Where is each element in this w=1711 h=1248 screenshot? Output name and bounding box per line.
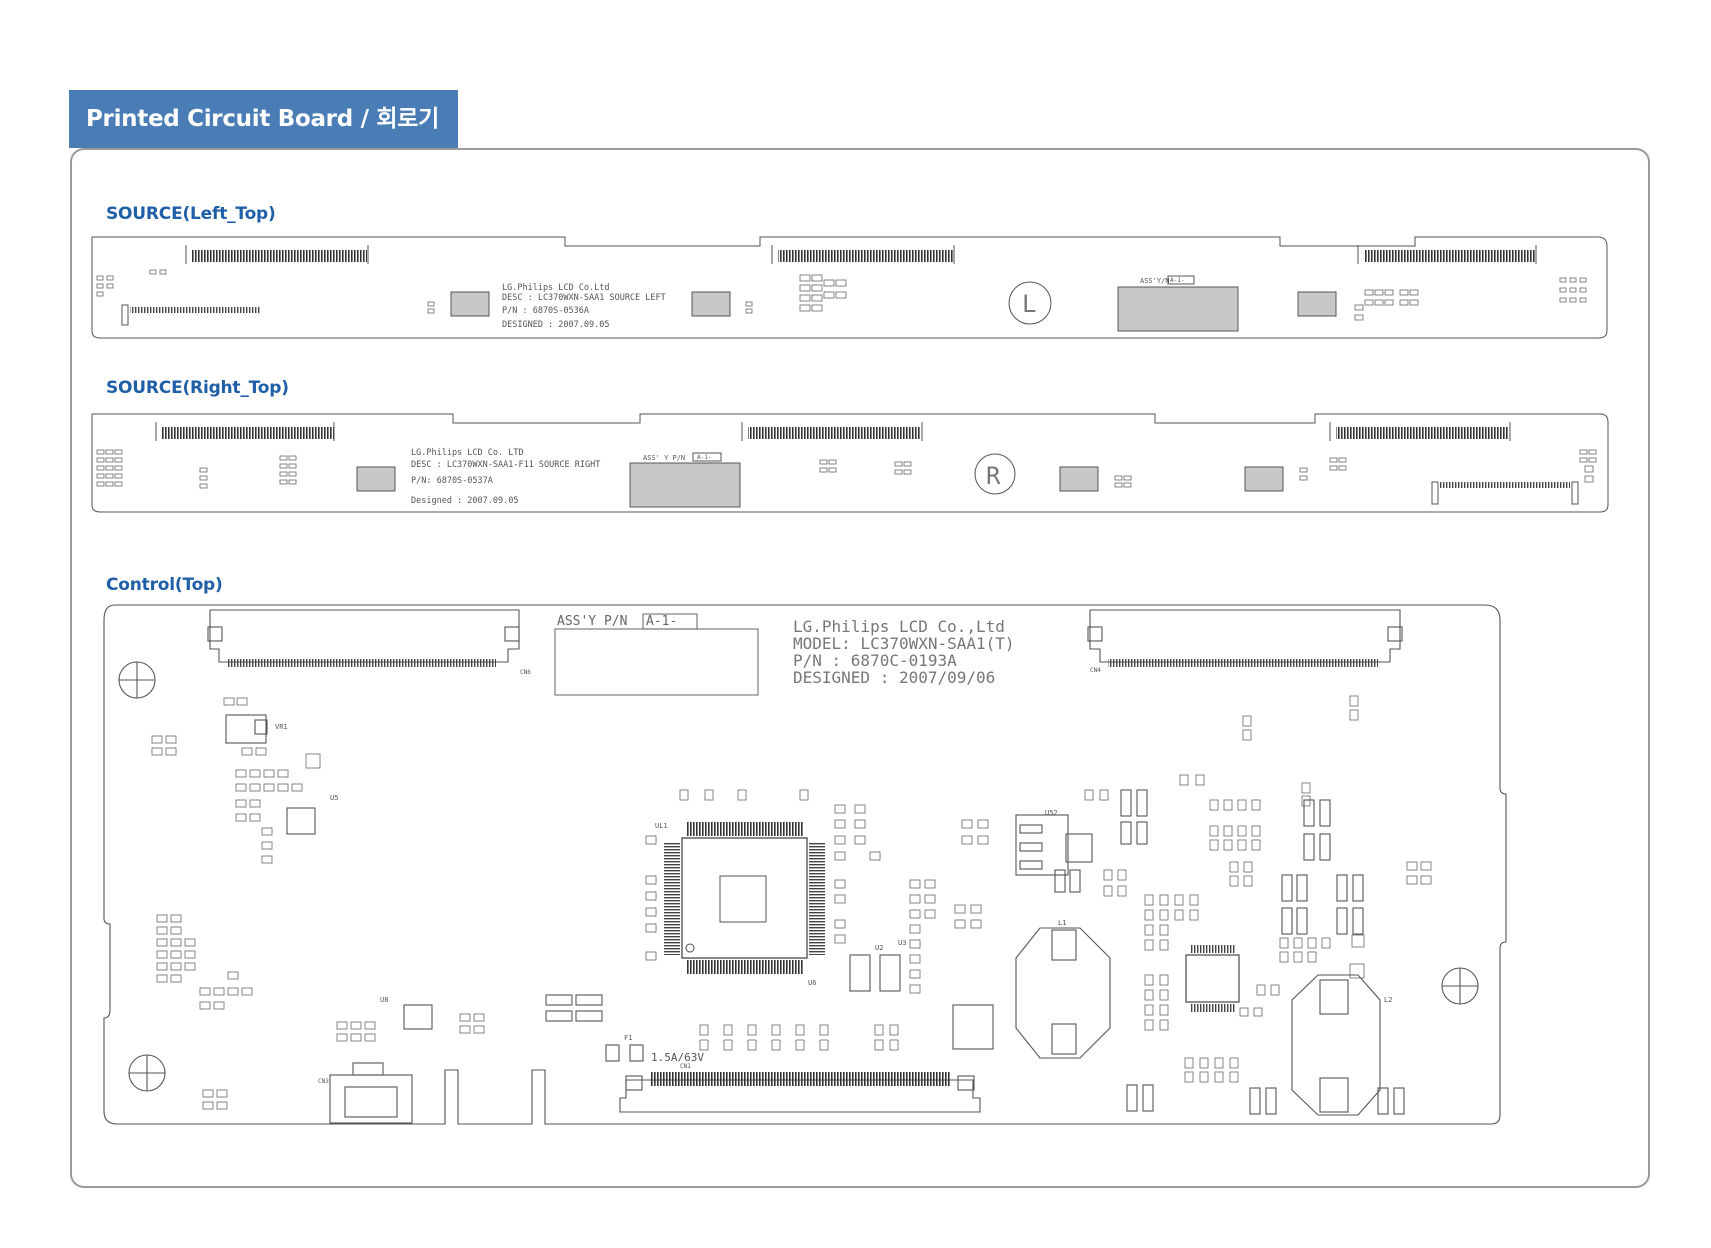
section-label-source-right-text: SOURCE(Right_Top) [106, 378, 289, 398]
silk-line: DESIGNED : 2007.09.05 [502, 320, 609, 330]
page-title: Printed Circuit Board / 회로기판 [69, 90, 458, 190]
section-label-control-top: Control(Top) [101, 572, 243, 598]
ic-label: U2 [875, 944, 883, 952]
section-label-control-top-text: Control(Top) [106, 575, 223, 595]
ic-label: U52 [1045, 809, 1058, 817]
section-label-source-left: SOURCE(Left_Top) [101, 201, 301, 227]
ic-label: F1 [624, 1034, 632, 1042]
board-source-left [91, 236, 1608, 339]
board-source-right [91, 413, 1609, 513]
silk-line: LG.Philips LCD Co.,Ltd [793, 617, 1005, 636]
assy-value: A-1- [646, 614, 677, 629]
ic-label: VR1 [275, 723, 288, 731]
section-label-source-right: SOURCE(Right_Top) [101, 375, 301, 401]
silk-line: DESC : LC370WXN-SAA1-F11 SOURCE RIGHT [411, 460, 600, 470]
connector-label: CN4 [1090, 667, 1101, 674]
ic-label: U6 [808, 979, 816, 987]
silk-line: P/N : 6870C-0193A [793, 651, 957, 670]
assy-value: A-1- [1170, 277, 1184, 284]
connector-label: CN6 [520, 669, 531, 676]
silk-line: P/N: 6870S-0537A [411, 476, 493, 486]
source-left-silk: LG.Philips LCD Co.Ltd DESC : LC370WXN-SA… [502, 277, 1184, 330]
assy-value: A-1- [697, 454, 711, 461]
control-passives [151, 695, 1432, 1110]
control-silk: ASS'Y P/N A-1- LG.Philips LCD Co.,Ltd MO… [275, 614, 1392, 1085]
assy-label: ASS'Y/N [1140, 277, 1170, 285]
source-right-silk: LG.Philips LCD Co. LTD DESC : LC370WXN-S… [411, 448, 1001, 506]
ic-label: L2 [1384, 996, 1392, 1004]
silk-line: MODEL: LC370WXN-SAA1(T) [793, 634, 1015, 653]
connector-label: CN1 [680, 1063, 691, 1070]
silk-line: DESC : LC370WXN-SAA1 SOURCE LEFT [502, 293, 666, 303]
silk-line: P/N : 6870S-0536A [502, 306, 589, 316]
ic-label: U5 [330, 794, 338, 802]
fuse-label: 1.5A/63V [651, 1051, 704, 1064]
silk-line: LG.Philips LCD Co.Ltd [502, 283, 609, 293]
silk-line: DESIGNED : 2007/09/06 [793, 668, 995, 687]
board-control-top [103, 604, 1507, 1125]
silk-line: LG.Philips LCD Co. LTD [411, 448, 524, 458]
ic-label: U3 [898, 939, 906, 947]
ic-label: L1 [1058, 919, 1066, 927]
ic-label: UL1 [655, 822, 668, 830]
connector-label: CN3 [318, 1078, 329, 1085]
assy-label: ASS'Y P/N [557, 614, 627, 629]
section-label-source-left-text: SOURCE(Left_Top) [106, 204, 276, 224]
content-frame [70, 148, 1650, 1188]
side-mark-left: L [1022, 290, 1036, 318]
side-mark-right: R [986, 462, 1001, 490]
silk-line: Designed : 2007.09.05 [411, 496, 518, 506]
assy-label: ASS' Y P/N [643, 454, 685, 462]
ic-label: U8 [380, 996, 388, 1004]
